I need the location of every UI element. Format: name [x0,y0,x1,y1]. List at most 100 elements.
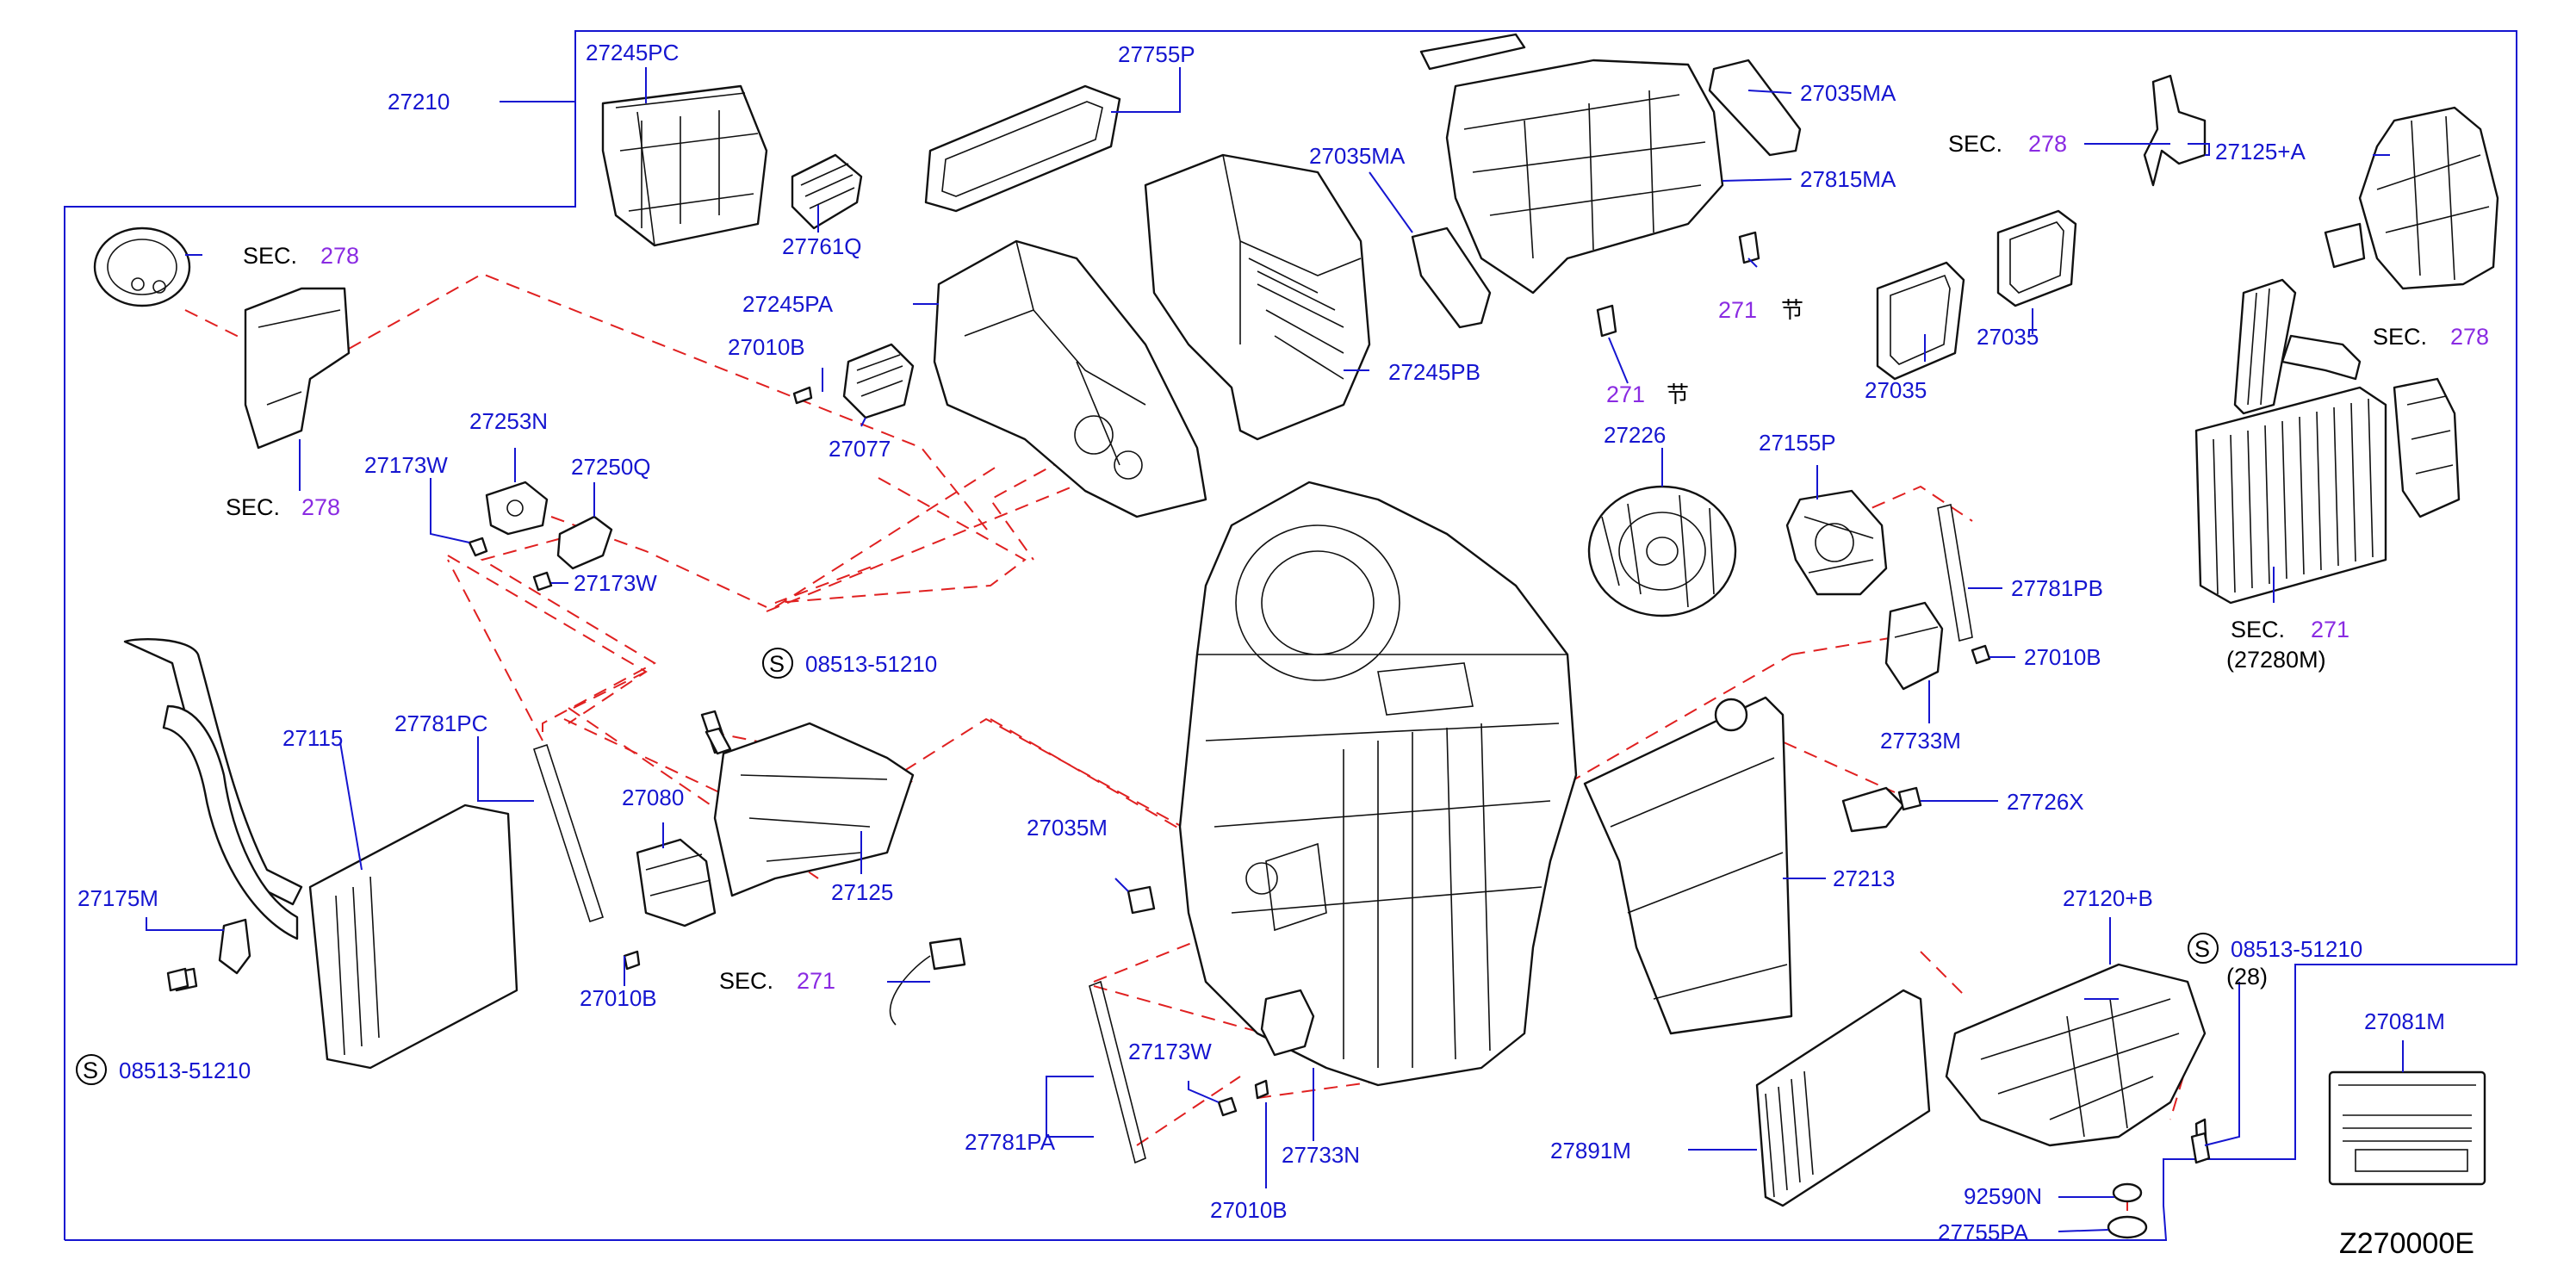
part-label-27245pb: 27245PB [1388,359,1480,385]
duct-27125-drawing [700,710,915,897]
part-label-27733m: 27733M [1880,728,1961,754]
svg-text:SEC.: SEC. [2231,617,2285,642]
rod-27781pb-drawing [1937,503,1973,642]
part-label-27077: 27077 [829,436,891,462]
duct-27245pa-drawing [933,239,1207,518]
actuator-27077-drawing [792,343,915,419]
part-label-27155p: 27155P [1759,430,1836,456]
part-label-92590n: 92590N [1964,1183,2042,1209]
svg-text:278: 278 [301,494,340,520]
part-label-27210: 27210 [388,89,450,115]
filter-27891m-drawing [1755,989,1931,1207]
duct-sec278-left-drawing [244,287,351,450]
svg-text:271: 271 [2311,617,2349,642]
seal-27035-drawing [1876,209,2077,381]
duct-27815ma-drawing [1411,33,1724,329]
svg-text:278: 278 [320,243,359,269]
sec-ref-278-topright: SEC. 278 [1948,131,2067,157]
clip-ref-271-upper: 271 节 [1718,297,1803,324]
sec-ref-271-harness: SEC. 271 [719,968,835,994]
sec-ref-271-core: SEC. 271 [2231,617,2349,642]
svg-text:SEC.: SEC. [243,243,297,269]
duct-27245pb-drawing [1144,153,1371,441]
heater-core-27115-drawing [123,638,518,1070]
leader-lines [146,67,2404,1232]
clip-27173w-drawing [468,537,1238,1117]
part-label-27035m: 27035M [1027,815,1108,841]
svg-text:SEC.: SEC. [719,968,773,994]
clip-drawing [1596,231,1760,338]
part-label-27280m: (27280M) [2226,647,2326,673]
resistor-27761q-drawing [791,153,863,230]
part-label-27815ma: 27815MA [1800,166,1896,192]
rod-27781pa-drawing [1089,980,1146,1164]
part-label-27755pa: 27755PA [1938,1219,2029,1245]
sec-ref-278-topleft: SEC. 278 [243,243,359,269]
part-label-27010b-left: 27010B [580,985,657,1011]
housing-27213-drawing [1583,696,1793,1035]
svg-text:271: 271 [1718,297,1757,323]
part-label-27781pc: 27781PC [394,710,487,736]
s-symbol: S [769,651,785,677]
part-label-27245pa: 27245PA [742,291,834,317]
bracket-27125a-drawing [2143,74,2207,187]
sensor-27726x-drawing [1841,786,1922,833]
part-label-27035ma-left: 27035MA [1309,143,1406,169]
bracket-sec278-right-drawing [2393,377,2461,518]
part-label-27010b-bottom: 27010B [1210,1197,1288,1223]
part-label-27010b-right: 27010B [2024,644,2101,670]
part-label-27733n: 27733N [1282,1142,1360,1168]
part-label-27173w-mid: 27173W [574,570,657,596]
assembly-frame [64,30,2517,1241]
part-label-27781pb: 27781PB [2011,575,2103,601]
qty-label-28: (28) [2226,964,2268,990]
part-label-27115: 27115 [282,725,343,751]
lever-27250q-drawing [556,515,613,570]
part-label-27125: 27125 [831,879,893,905]
part-label-27175m: 27175M [78,885,158,911]
svg-text:SEC.: SEC. [226,494,280,520]
actuator-27733n-drawing [1254,989,1315,1100]
svg-text:节: 节 [1781,298,1803,324]
part-number: 08513-51210 [805,651,937,677]
svg-text:271: 271 [1606,382,1645,407]
sec-ref-278-right: SEC. 278 [2373,324,2489,350]
motor-unit-27155p-drawing [1785,489,1888,596]
s-symbol: S [2194,936,2210,962]
svg-text:278: 278 [2028,131,2067,157]
svg-text:SEC.: SEC. [1948,131,2002,157]
part-label-27120b: 27120+B [2063,885,2153,911]
bolt-label-08513-top: S 08513-51210 [762,648,937,679]
lower-case-27120b-drawing [1945,963,2207,1147]
part-label-27213: 27213 [1833,865,1895,891]
actuator-27080-drawing [623,838,717,971]
part-label-27173w-top: 27173W [364,452,448,478]
clip-ref-271-lower: 271 节 [1606,382,1689,408]
evaporator-core-drawing [2194,278,2387,605]
actuator-27733m-drawing [1884,601,1991,691]
part-label-27891m: 27891M [1550,1138,1631,1163]
part-label-27035ma-right: 27035MA [1800,80,1896,106]
filter-cap-drawing [93,226,191,307]
part-label-27081m: 27081M [2364,1008,2445,1034]
svg-text:SEC.: SEC. [2373,324,2427,350]
label-plate-27081m-drawing [2328,1070,2486,1186]
part-label-27010b-top: 27010B [728,334,805,360]
part-number: 08513-51210 [2231,936,2362,962]
part-label-27726x: 27726X [2007,789,2084,815]
duct-27245pc-drawing [601,84,768,247]
s-symbol: S [83,1058,98,1083]
bolt-label-08513-left: S 08513-51210 [76,1054,251,1085]
diagram-code: Z270000E [2339,1227,2474,1260]
harness-sec271-drawing [889,937,966,1026]
link-27253n-drawing [485,481,549,536]
part-label-27173w-bottom: 27173W [1128,1039,1212,1064]
part-label-27125a: 27125+A [2215,139,2306,164]
bolt-drawing [166,727,2211,1164]
part-label-27035-left: 27035 [1865,377,1927,403]
blower-motor-27226-drawing [1587,485,1737,617]
seal-27755p-drawing [924,84,1121,213]
svg-text:271: 271 [797,968,835,994]
hvac-main-unit-drawing [1178,481,1578,1087]
